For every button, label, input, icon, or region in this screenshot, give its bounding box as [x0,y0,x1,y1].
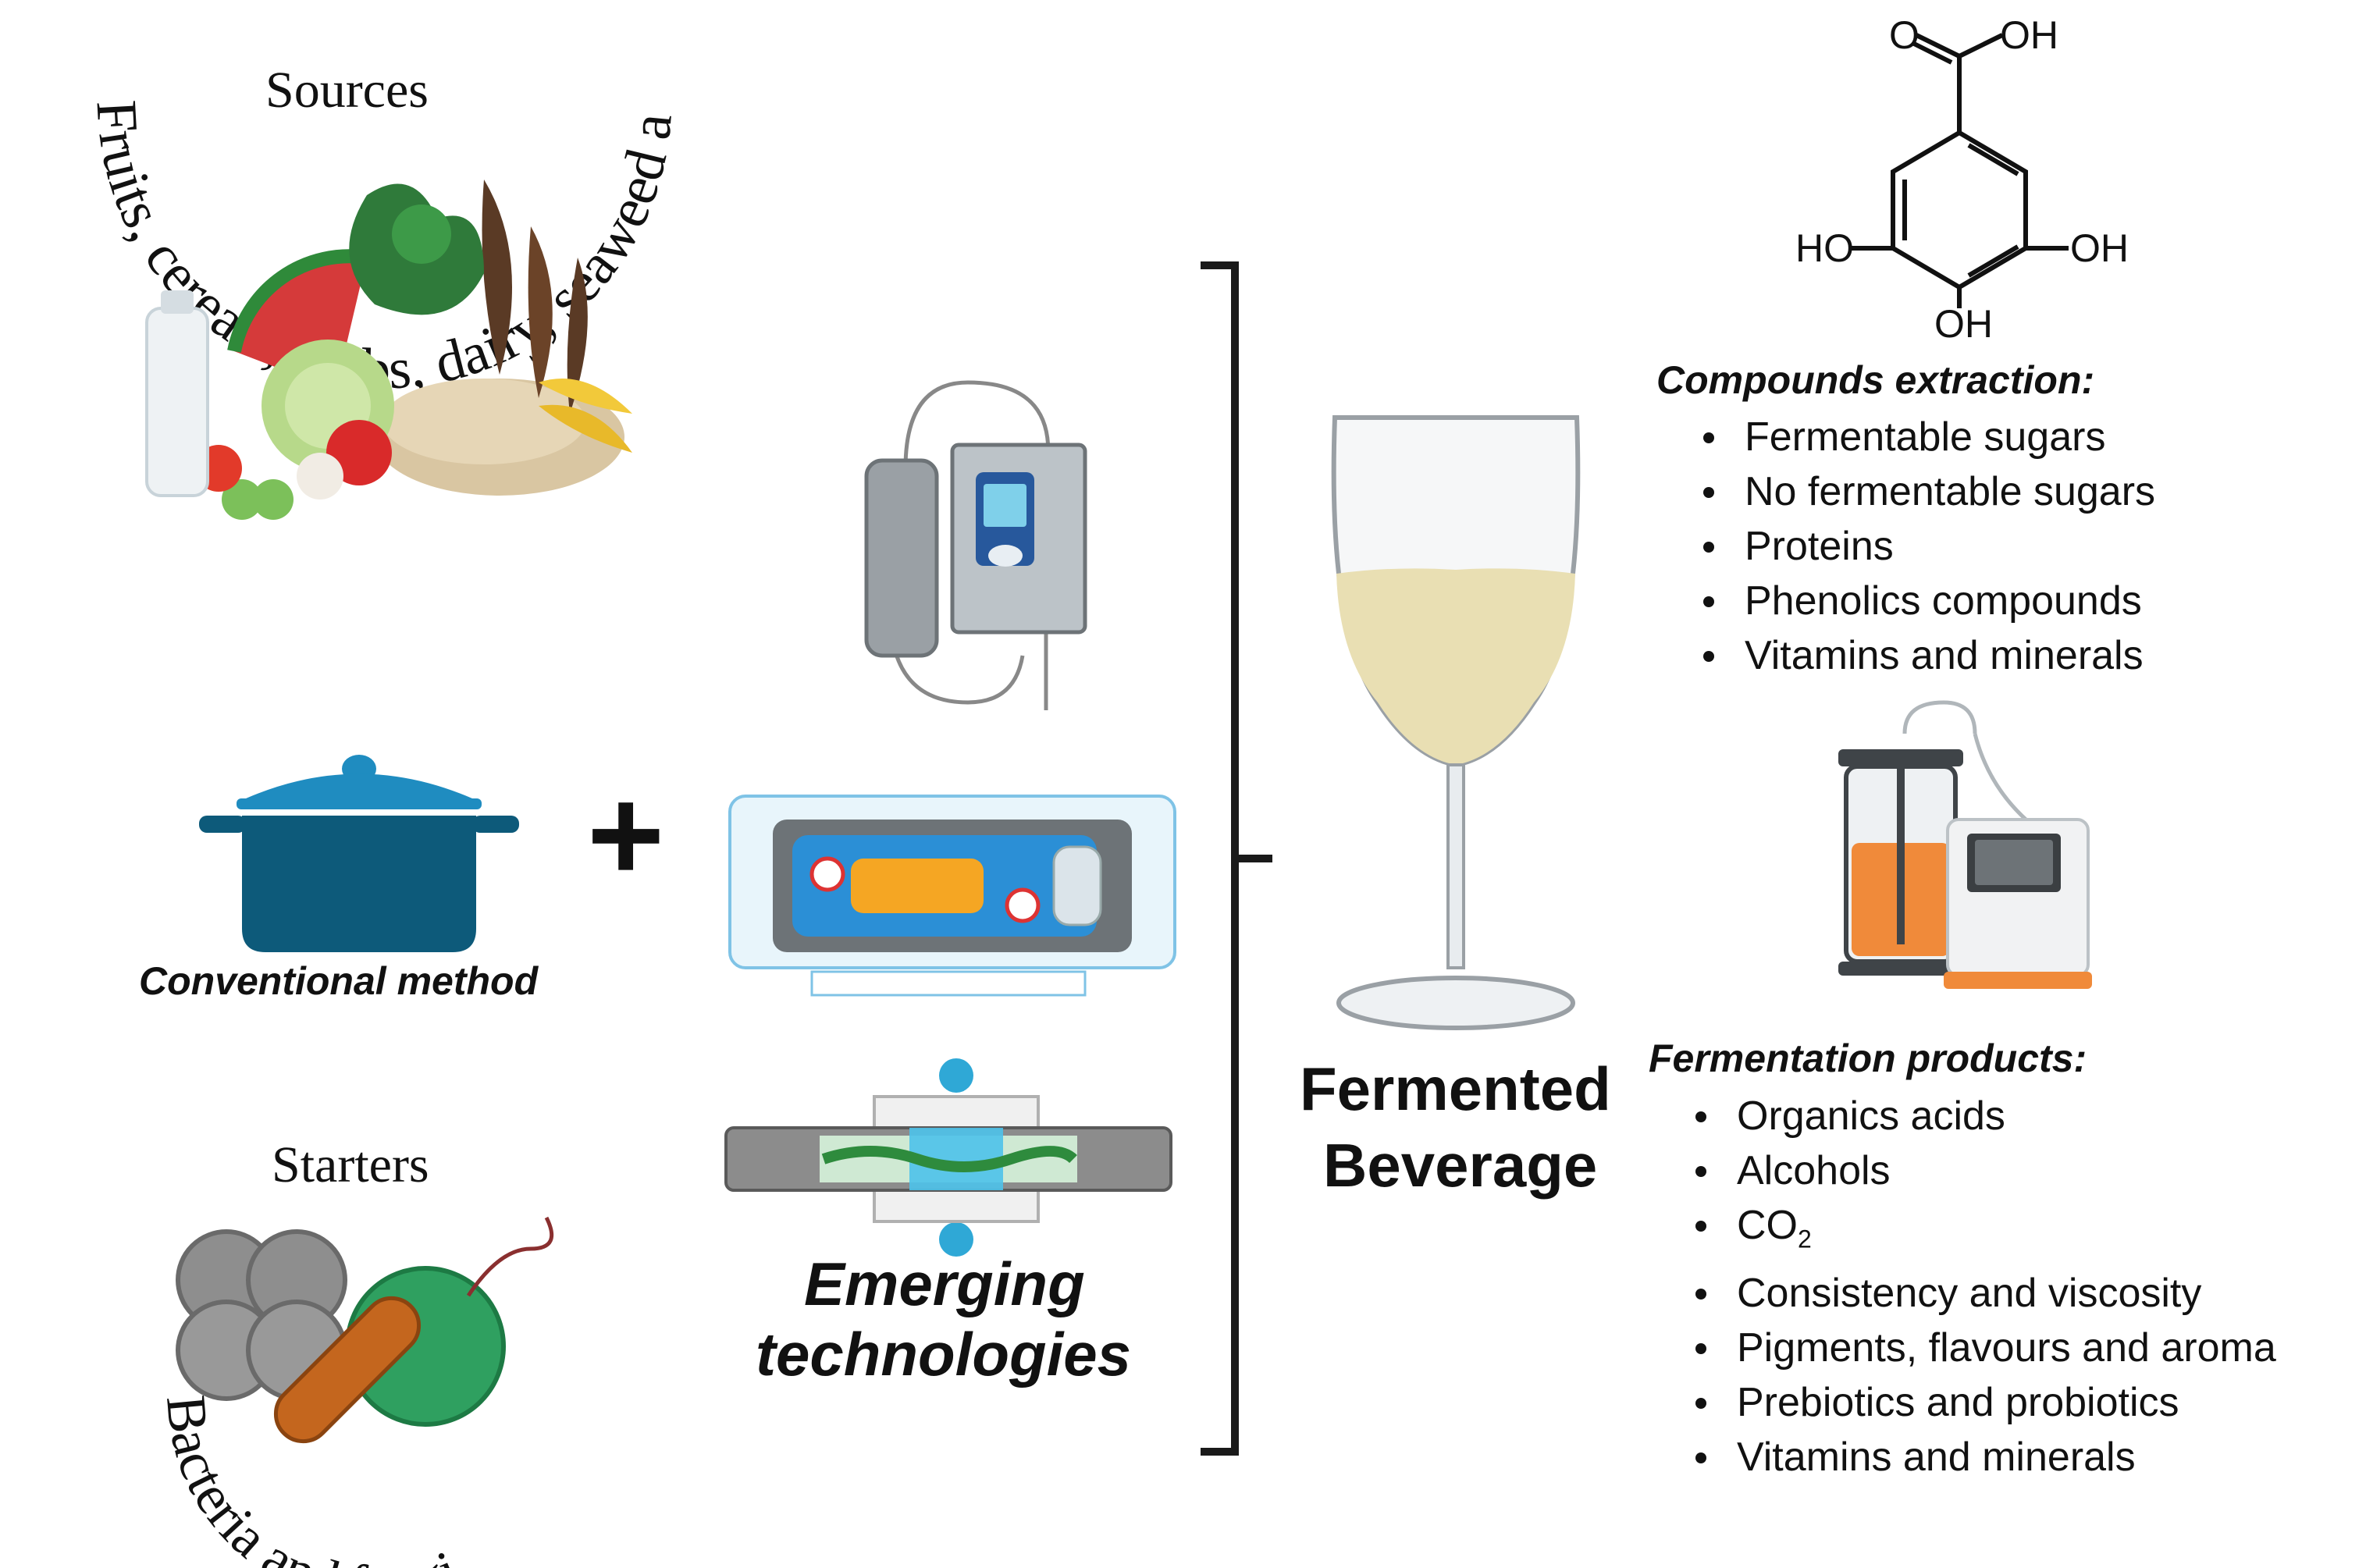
compounds-item: No fermentable sugars [1686,464,2155,519]
bioreactor-icon [1838,700,2092,989]
fermentation-item: Organics acids [1678,1089,2276,1143]
fermentation-item: Alcohols [1678,1143,2276,1198]
fermentation-item: Prebiotics and probiotics [1678,1375,2276,1430]
fermentation-list: Organics acids Alcohols CO2 Consistency … [1678,1089,2276,1484]
emerging-label-line2: technologies [756,1320,1132,1388]
fermentation-item: Vitamins and minerals [1678,1430,2276,1484]
fermented-beverage-line2: Beverage [1323,1131,1598,1200]
microbe-cells-icon [176,1216,554,1444]
pulsed-electric-field-tube-icon [724,1058,1172,1257]
high-pressure-chamber-icon [728,795,1176,997]
fermentation-item-co2: CO2 [1678,1198,2276,1266]
starters-title: Starters [272,1136,429,1193]
molecule-oh-top-label: OH [2000,13,2058,57]
fermentation-item: Consistency and viscosity [1678,1266,2276,1321]
molecule-o-label: O [1889,13,1919,57]
fermentation-item: Pigments, flavours and aroma [1678,1321,2276,1375]
molecule-oh-bottom-label: OH [1934,302,1993,346]
conventional-method-label: Conventional method [139,959,539,1003]
produce-pile-icon [145,180,632,520]
emerging-label-line1: Emerging [804,1250,1085,1318]
compounds-item: Proteins [1686,519,2155,574]
compounds-heading: Compounds extraction: [1656,358,2095,402]
sources-title: Sources [265,62,429,119]
plus-symbol: + [587,761,665,909]
molecule-oh-right-label: OH [2070,226,2129,270]
molecule-ho-left-label: HO [1795,226,1854,270]
fermented-beverage-line1: Fermented [1300,1054,1611,1123]
wine-glass-icon [1331,415,1581,1030]
compounds-list: Fermentable sugars No fermentable sugars… [1686,410,2155,683]
conventional-pot-icon [199,755,519,952]
grouping-bracket [1201,261,1272,1456]
compounds-item: Fermentable sugars [1686,410,2155,464]
fermentation-heading: Fermentation products: [1649,1036,2087,1080]
compounds-item: Phenolics compounds [1686,574,2155,628]
co2-text: CO [1737,1203,1798,1248]
gallic-acid-structure: O OH HO OH OH [1795,13,2129,346]
co2-subscript: 2 [1798,1225,1812,1253]
ultrasound-probe-icon [864,380,1087,710]
compounds-item: Vitamins and minerals [1686,628,2155,683]
